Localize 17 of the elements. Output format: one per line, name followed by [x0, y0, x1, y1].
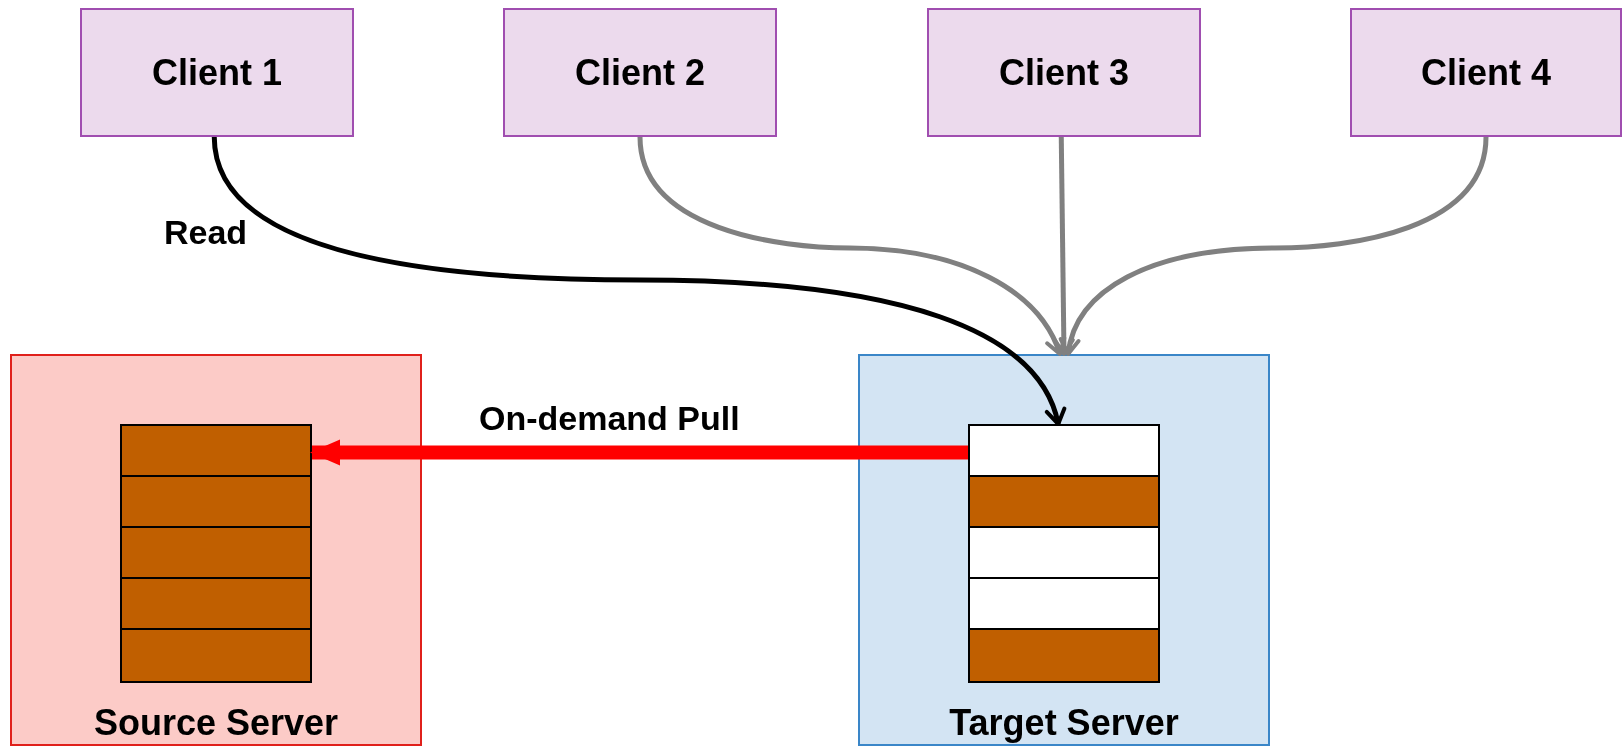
data-block-stack — [968, 424, 1160, 683]
client-box — [503, 8, 777, 137]
arrow — [310, 439, 968, 466]
client-label: Client 1 — [152, 51, 282, 94]
arrow — [211, 136, 1065, 426]
server-box — [10, 354, 422, 746]
data-block-stack — [120, 424, 312, 683]
client-box — [927, 8, 1201, 137]
client-label: Client 4 — [1421, 51, 1551, 94]
client-box — [1350, 8, 1622, 137]
client-label: Client 3 — [999, 51, 1129, 94]
server-box — [858, 354, 1270, 746]
arrow — [1060, 136, 1489, 356]
client-label: Client 2 — [575, 51, 705, 94]
server-label: Source Server — [92, 702, 340, 744]
server-label: Target Server — [948, 702, 1180, 744]
client-box — [80, 8, 354, 137]
